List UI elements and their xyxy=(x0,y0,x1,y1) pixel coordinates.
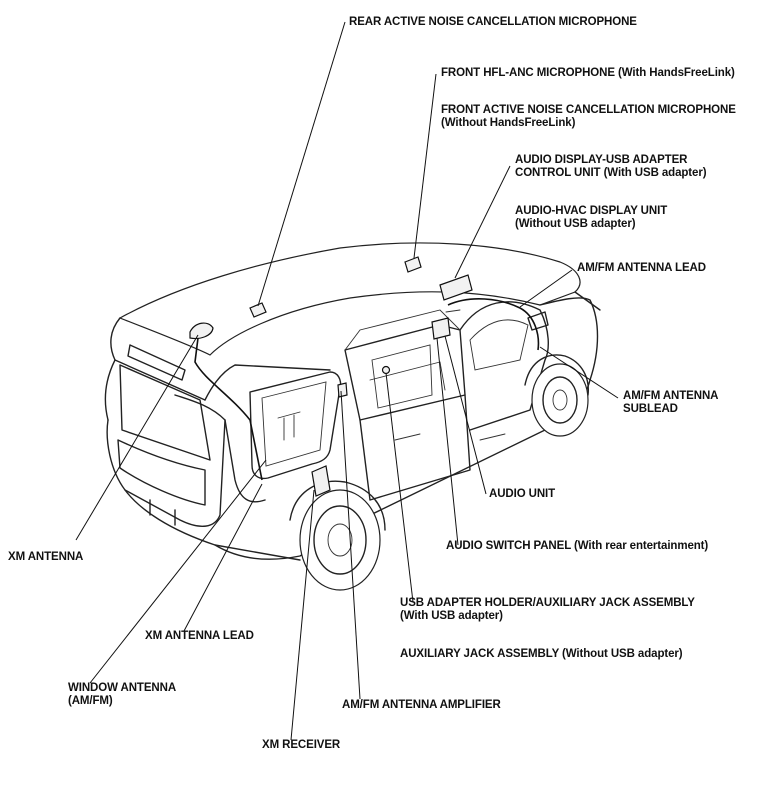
label-amfm-antenna-lead: AM/FM ANTENNA LEAD xyxy=(577,262,706,275)
label-auxiliary-jack-assembly: AUXILIARY JACK ASSEMBLY (Without USB ada… xyxy=(400,648,683,661)
label-front-hfl-anc-microphone: FRONT HFL-ANC MICROPHONE (With HandsFree… xyxy=(441,67,735,80)
front-anc-microphone xyxy=(404,256,422,273)
label-text: AM/FM ANTENNA LEAD xyxy=(577,262,706,274)
label-text: AM/FM ANTENNA AMPLIFIER xyxy=(342,699,501,711)
audio-unit xyxy=(431,309,461,340)
label-text: AUDIO SWITCH PANEL (With rear entertainm… xyxy=(446,540,709,552)
label-xm-receiver: XM RECEIVER xyxy=(262,739,340,752)
label-text: XM ANTENNA xyxy=(8,551,84,563)
amfm-amplifier xyxy=(337,382,348,398)
label-text: WINDOW ANTENNA xyxy=(68,682,177,694)
label-text: REAR ACTIVE NOISE CANCELLATION MICROPHON… xyxy=(349,16,637,28)
label-text: SUBLEAD xyxy=(623,403,678,415)
label-front-anc-microphone: FRONT ACTIVE NOISE CANCELLATION MICROPHO… xyxy=(441,104,736,130)
label-text: AUDIO DISPLAY-USB ADAPTER xyxy=(515,154,688,166)
label-text: AUXILIARY JACK ASSEMBLY (Without USB ada… xyxy=(400,648,683,660)
amfm-antenna-lead-cable xyxy=(447,298,540,351)
label-text: USB ADAPTER HOLDER/AUXILIARY JACK ASSEMB… xyxy=(400,597,695,609)
label-text: (Without USB adapter) xyxy=(515,218,636,230)
label-xm-antenna-lead: XM ANTENNA LEAD xyxy=(145,630,254,643)
vehicle-outline xyxy=(104,242,601,591)
label-rear-anc-microphone: REAR ACTIVE NOISE CANCELLATION MICROPHON… xyxy=(349,16,637,29)
label-text: XM ANTENNA LEAD xyxy=(145,630,254,642)
label-amfm-antenna-sublead: AM/FM ANTENNA SUBLEAD xyxy=(623,390,718,416)
label-audio-switch-panel: AUDIO SWITCH PANEL (With rear entertainm… xyxy=(446,540,708,553)
label-text: FRONT ACTIVE NOISE CANCELLATION MICROPHO… xyxy=(441,104,736,116)
xm-receiver xyxy=(311,465,331,497)
label-audio-display-usb-adapter: AUDIO DISPLAY-USB ADAPTER CONTROL UNIT (… xyxy=(515,154,707,180)
label-audio-hvac-display-unit: AUDIO-HVAC DISPLAY UNIT (Without USB ada… xyxy=(515,205,667,231)
auxiliary-jack xyxy=(381,365,391,375)
label-text: AUDIO-HVAC DISPLAY UNIT xyxy=(515,205,668,217)
label-text: AM/FM ANTENNA xyxy=(623,390,719,402)
label-usb-adapter-holder: USB ADAPTER HOLDER/AUXILIARY JACK ASSEMB… xyxy=(400,597,695,623)
label-audio-unit: AUDIO UNIT xyxy=(489,488,555,501)
label-text: AUDIO UNIT xyxy=(489,488,556,500)
label-text: (Without HandsFreeLink) xyxy=(441,117,576,129)
audio-display-unit xyxy=(439,274,473,301)
label-window-antenna: WINDOW ANTENNA (AM/FM) xyxy=(68,682,176,708)
label-amfm-antenna-amplifier: AM/FM ANTENNA AMPLIFIER xyxy=(342,699,501,712)
label-text: FRONT HFL-ANC MICROPHONE (With HandsFree… xyxy=(441,67,735,79)
label-text: XM RECEIVER xyxy=(262,739,341,751)
label-text: (AM/FM) xyxy=(68,695,113,707)
label-text: (With USB adapter) xyxy=(400,610,503,622)
label-xm-antenna: XM ANTENNA xyxy=(8,551,83,564)
leader-lines xyxy=(75,21,619,741)
label-text: CONTROL UNIT (With USB adapter) xyxy=(515,167,707,179)
